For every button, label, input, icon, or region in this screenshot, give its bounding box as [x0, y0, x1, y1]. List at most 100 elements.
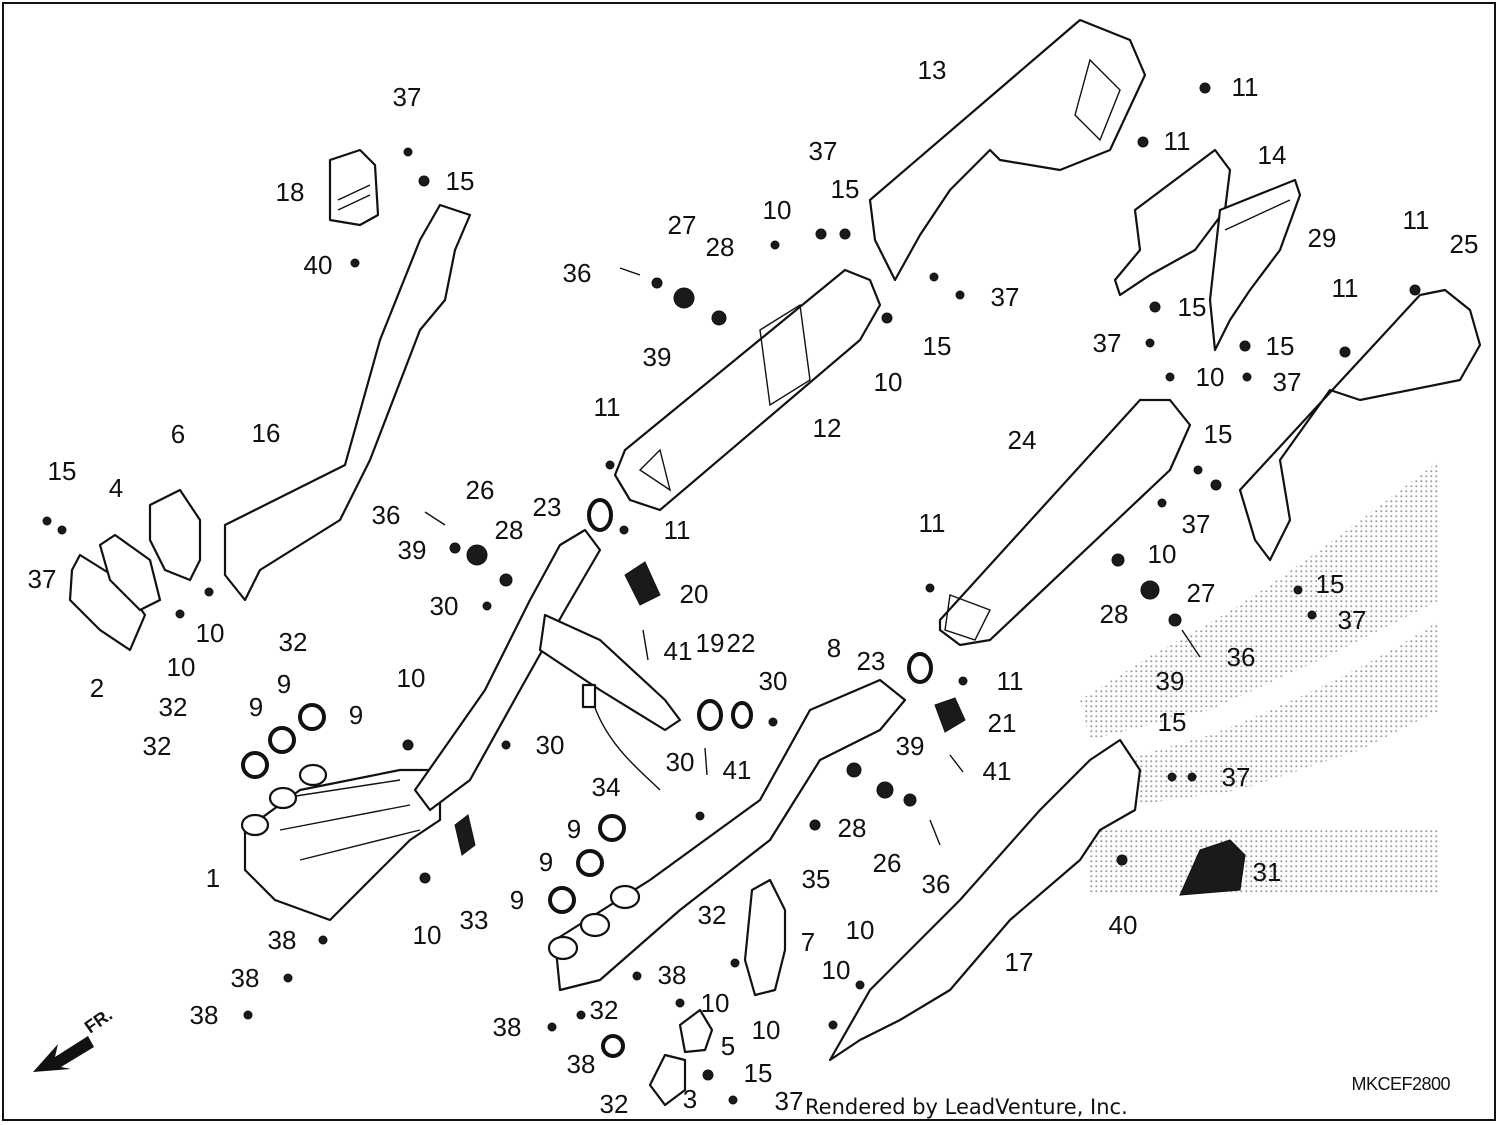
callout-31[interactable]: 31: [1253, 857, 1282, 887]
callout-22[interactable]: 22: [727, 628, 756, 658]
callout-16[interactable]: 16: [252, 418, 281, 448]
callout-37[interactable]: 37: [1222, 762, 1251, 792]
callout-10[interactable]: 10: [167, 652, 196, 682]
callout-9[interactable]: 9: [510, 885, 524, 915]
callout-28[interactable]: 28: [1100, 599, 1129, 629]
callout-10[interactable]: 10: [1148, 539, 1177, 569]
callout-11[interactable]: 11: [664, 515, 691, 545]
callout-11[interactable]: 11: [1403, 205, 1430, 235]
callout-14[interactable]: 14: [1258, 140, 1287, 170]
callout-11[interactable]: 11: [997, 666, 1024, 696]
callout-10[interactable]: 10: [701, 988, 730, 1018]
callout-33[interactable]: 33: [460, 905, 489, 935]
callout-23[interactable]: 23: [533, 492, 562, 522]
callout-28[interactable]: 28: [838, 813, 867, 843]
callout-4[interactable]: 4: [109, 473, 123, 503]
callout-1[interactable]: 1: [206, 863, 220, 893]
callout-15[interactable]: 15: [744, 1058, 773, 1088]
callout-15[interactable]: 15: [831, 174, 860, 204]
callout-39[interactable]: 39: [896, 731, 925, 761]
heat-shield-29[interactable]: [1208, 178, 1302, 352]
callout-41[interactable]: 41: [983, 756, 1012, 786]
callout-21[interactable]: 21: [988, 708, 1017, 738]
callout-12[interactable]: 12: [813, 413, 842, 443]
callout-40[interactable]: 40: [304, 250, 333, 280]
callout-36[interactable]: 36: [1227, 642, 1256, 672]
callout-37[interactable]: 37: [1182, 509, 1211, 539]
callout-2[interactable]: 2: [90, 673, 104, 703]
shield-6[interactable]: [148, 488, 202, 582]
gasket-20[interactable]: [624, 561, 661, 606]
callout-26[interactable]: 26: [466, 475, 495, 505]
callout-11[interactable]: 11: [919, 508, 946, 538]
callout-41[interactable]: 41: [723, 755, 752, 785]
callout-32[interactable]: 32: [159, 692, 188, 722]
heat-shield-14[interactable]: [1113, 148, 1232, 297]
callout-6[interactable]: 6: [171, 419, 185, 449]
callout-40[interactable]: 40: [1109, 910, 1138, 940]
callout-41[interactable]: 41: [664, 636, 693, 666]
callout-38[interactable]: 38: [190, 1000, 219, 1030]
exhaust-pipe-8[interactable]: [547, 678, 907, 992]
callout-11[interactable]: 11: [594, 392, 621, 422]
callout-32[interactable]: 32: [600, 1089, 629, 1119]
callout-9[interactable]: 9: [567, 814, 581, 844]
shield-2[interactable]: [68, 553, 147, 652]
callout-27[interactable]: 27: [668, 210, 697, 240]
callout-15[interactable]: 15: [1316, 569, 1345, 599]
callout-10[interactable]: 10: [397, 663, 426, 693]
callout-36[interactable]: 36: [563, 258, 592, 288]
callout-11[interactable]: 11: [1232, 72, 1259, 102]
callout-26[interactable]: 26: [873, 848, 902, 878]
callout-20[interactable]: 20: [680, 579, 709, 609]
callout-10[interactable]: 10: [413, 920, 442, 950]
callout-32[interactable]: 32: [279, 627, 308, 657]
callout-10[interactable]: 10: [822, 955, 851, 985]
link-pipe[interactable]: [413, 528, 682, 812]
callout-34[interactable]: 34: [592, 772, 621, 802]
callout-5[interactable]: 5: [721, 1031, 735, 1061]
callout-29[interactable]: 29: [1308, 223, 1337, 253]
callout-38[interactable]: 38: [493, 1012, 522, 1042]
callout-28[interactable]: 28: [706, 232, 735, 262]
callout-23[interactable]: 23: [857, 646, 886, 676]
callout-11[interactable]: 11: [1332, 273, 1359, 303]
bracket-21[interactable]: [934, 697, 966, 733]
callout-15[interactable]: 15: [48, 456, 77, 486]
callout-24[interactable]: 24: [1008, 425, 1037, 455]
callout-30[interactable]: 30: [759, 666, 788, 696]
shield-3[interactable]: [648, 1053, 687, 1107]
callout-15[interactable]: 15: [923, 331, 952, 361]
callout-15[interactable]: 15: [446, 166, 475, 196]
callout-32[interactable]: 32: [698, 900, 727, 930]
callout-15[interactable]: 15: [1266, 331, 1295, 361]
callout-10[interactable]: 10: [1196, 362, 1225, 392]
callout-27[interactable]: 27: [1187, 578, 1216, 608]
heat-shield-16[interactable]: [223, 203, 472, 602]
callout-15[interactable]: 15: [1178, 292, 1207, 322]
callout-25[interactable]: 25: [1450, 229, 1479, 259]
callout-32[interactable]: 32: [590, 995, 619, 1025]
bracket-33[interactable]: [454, 814, 476, 856]
callout-38[interactable]: 38: [567, 1049, 596, 1079]
callout-39[interactable]: 39: [398, 535, 427, 565]
callout-19[interactable]: 19: [696, 628, 725, 658]
sensor-34[interactable]: [581, 683, 661, 791]
callout-11[interactable]: 11: [1164, 126, 1191, 156]
callout-15[interactable]: 15: [1204, 419, 1233, 449]
callout-32[interactable]: 32: [143, 731, 172, 761]
callout-30[interactable]: 30: [536, 730, 565, 760]
muffler-12[interactable]: [613, 268, 882, 512]
callout-9[interactable]: 9: [277, 669, 291, 699]
callout-3[interactable]: 3: [683, 1084, 697, 1114]
callout-37[interactable]: 37: [1338, 605, 1367, 635]
callout-30[interactable]: 30: [666, 747, 695, 777]
callout-10[interactable]: 10: [874, 367, 903, 397]
callout-38[interactable]: 38: [658, 960, 687, 990]
callout-9[interactable]: 9: [249, 692, 263, 722]
callout-15[interactable]: 15: [1158, 707, 1187, 737]
callout-10[interactable]: 10: [752, 1015, 781, 1045]
callout-7[interactable]: 7: [801, 927, 815, 957]
callout-39[interactable]: 39: [1156, 666, 1185, 696]
callout-13[interactable]: 13: [918, 55, 947, 85]
